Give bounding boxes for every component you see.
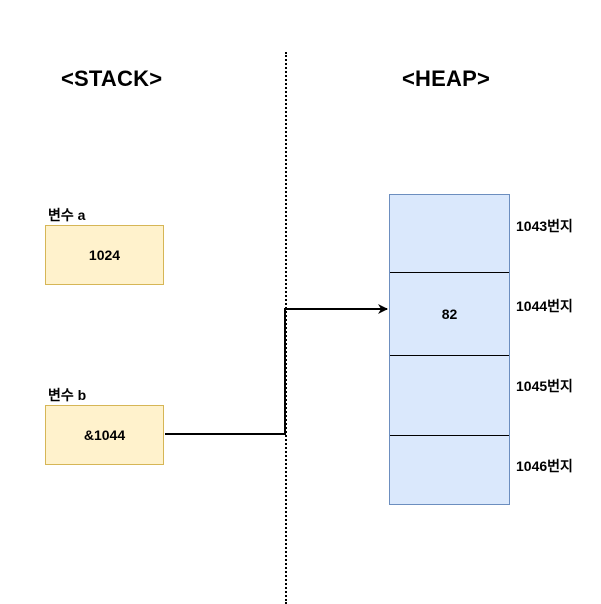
variable-a-value: 1024 (88, 247, 121, 263)
heap-address-label: 1044번지 (516, 298, 573, 314)
variable-b-box: &1044 (45, 405, 164, 465)
heap-address-label: 1045번지 (516, 378, 573, 394)
heap-address-label: 1043번지 (516, 218, 573, 234)
heap-cell-1044: 82 (390, 272, 509, 355)
heap-cell-value: 82 (441, 306, 458, 322)
heap-memory-block: 82 (389, 194, 510, 505)
variable-b-label: 변수 b (48, 387, 87, 403)
heap-cell-1046 (390, 435, 509, 504)
pointer-arrow-line (165, 304, 388, 435)
stack-title: <STACK> (61, 66, 163, 91)
heap-address-label: 1046번지 (516, 458, 573, 474)
variable-b-value: &1044 (83, 427, 126, 443)
variable-a-box: 1024 (45, 225, 164, 285)
heap-cell-1045 (390, 355, 509, 435)
heap-title: <HEAP> (402, 66, 491, 91)
variable-a-label: 변수 a (48, 207, 86, 223)
